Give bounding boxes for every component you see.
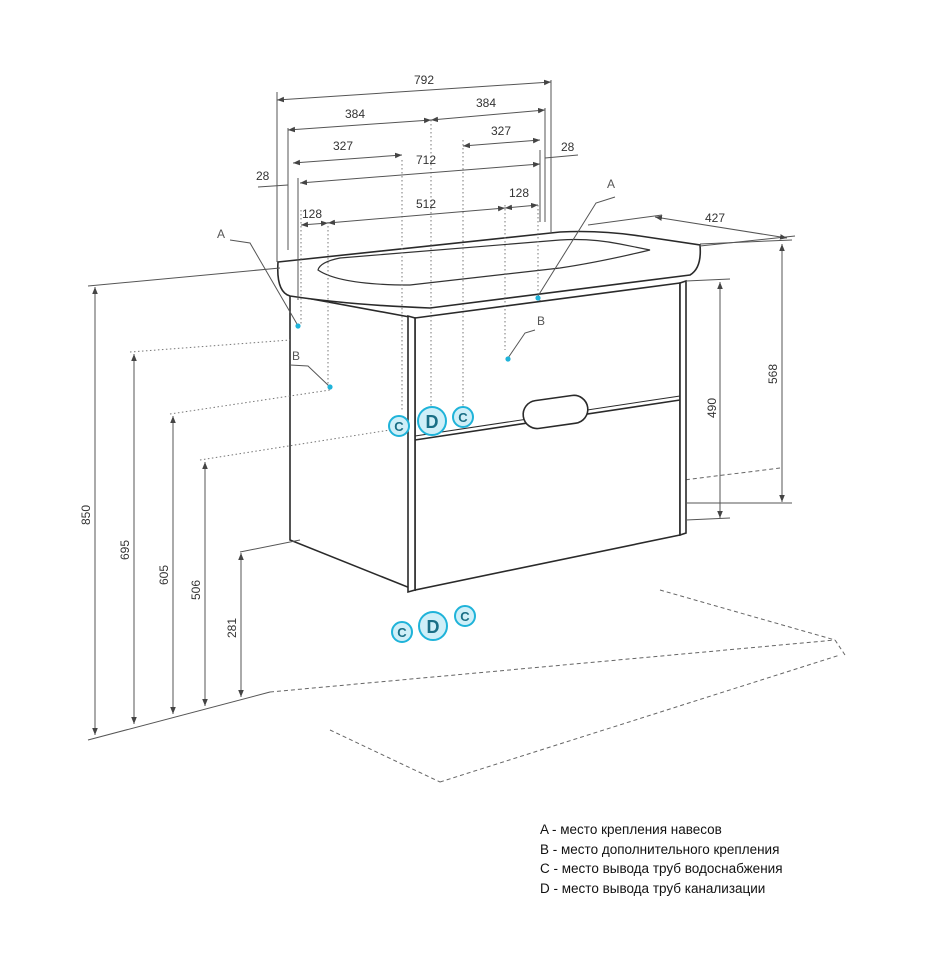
dim-512: 512 <box>416 197 436 211</box>
mount-point-b-left <box>327 384 333 390</box>
mount-point-b-right <box>505 356 511 362</box>
dim-128-left: 128 <box>302 207 322 221</box>
legend-item-c: C - место вывода труб водоснабжения <box>540 861 783 876</box>
height-dimensions-left: 850 695 605 506 281 <box>79 267 391 741</box>
dim-506: 506 <box>189 580 203 600</box>
cabinet <box>289 279 687 594</box>
pipe-c-lower-right <box>454 605 476 627</box>
width-dimensions: 792 384 384 327 327 712 28 28 128 512 12… <box>256 73 579 228</box>
dim-695: 695 <box>118 540 132 560</box>
pipe-c-upper-right <box>452 406 474 428</box>
dim-384-left: 384 <box>345 107 365 121</box>
pipe-c-upper-left <box>388 415 410 437</box>
dim-28-right: 28 <box>561 140 575 154</box>
dim-327-right: 327 <box>491 124 511 138</box>
dim-712: 712 <box>416 153 436 167</box>
dim-605: 605 <box>157 565 171 585</box>
dim-427: 427 <box>705 211 725 225</box>
pipe-markers-upper: C D C <box>388 406 474 437</box>
dim-28-left: 28 <box>256 169 270 183</box>
marker-c3: C <box>397 625 407 640</box>
dim-384-right: 384 <box>476 96 496 110</box>
mount-markers: A B A B <box>217 177 616 390</box>
dim-128-right: 128 <box>509 186 529 200</box>
drawer-handle <box>522 394 589 430</box>
marker-c2: C <box>458 410 468 425</box>
mount-point-a-right <box>535 295 541 301</box>
legend-item-b: B - место дополнительного крепления <box>540 841 780 857</box>
dim-568: 568 <box>766 364 780 384</box>
legend: A - место крепления навесов B - место до… <box>540 820 783 898</box>
marker-b-right: B <box>537 314 545 328</box>
dim-327-left: 327 <box>333 139 353 153</box>
dim-792: 792 <box>414 73 434 87</box>
washbasin <box>276 230 702 309</box>
height-dimensions-right: 490 568 <box>685 239 793 521</box>
pipe-markers-lower: C D C <box>391 605 476 643</box>
marker-d1: D <box>426 412 439 432</box>
marker-d2: D <box>427 617 440 637</box>
legend-item-a: A - место крепления навесов <box>540 822 722 837</box>
pipe-d-upper <box>417 406 447 436</box>
marker-b-left: B <box>292 349 300 363</box>
pipe-d-lower <box>418 611 448 641</box>
marker-c4: C <box>460 609 470 624</box>
depth-dimension: 427 <box>587 211 796 247</box>
dim-490: 490 <box>705 398 719 418</box>
mount-point-a-left <box>295 323 301 329</box>
legend-item-d: D - место вывода труб канализации <box>540 880 766 896</box>
marker-c1: C <box>394 419 404 434</box>
dim-281: 281 <box>225 618 239 638</box>
marker-a-left: A <box>217 227 225 241</box>
dim-850: 850 <box>79 505 93 525</box>
marker-a-right: A <box>607 177 615 191</box>
pipe-c-lower-left <box>391 621 413 643</box>
